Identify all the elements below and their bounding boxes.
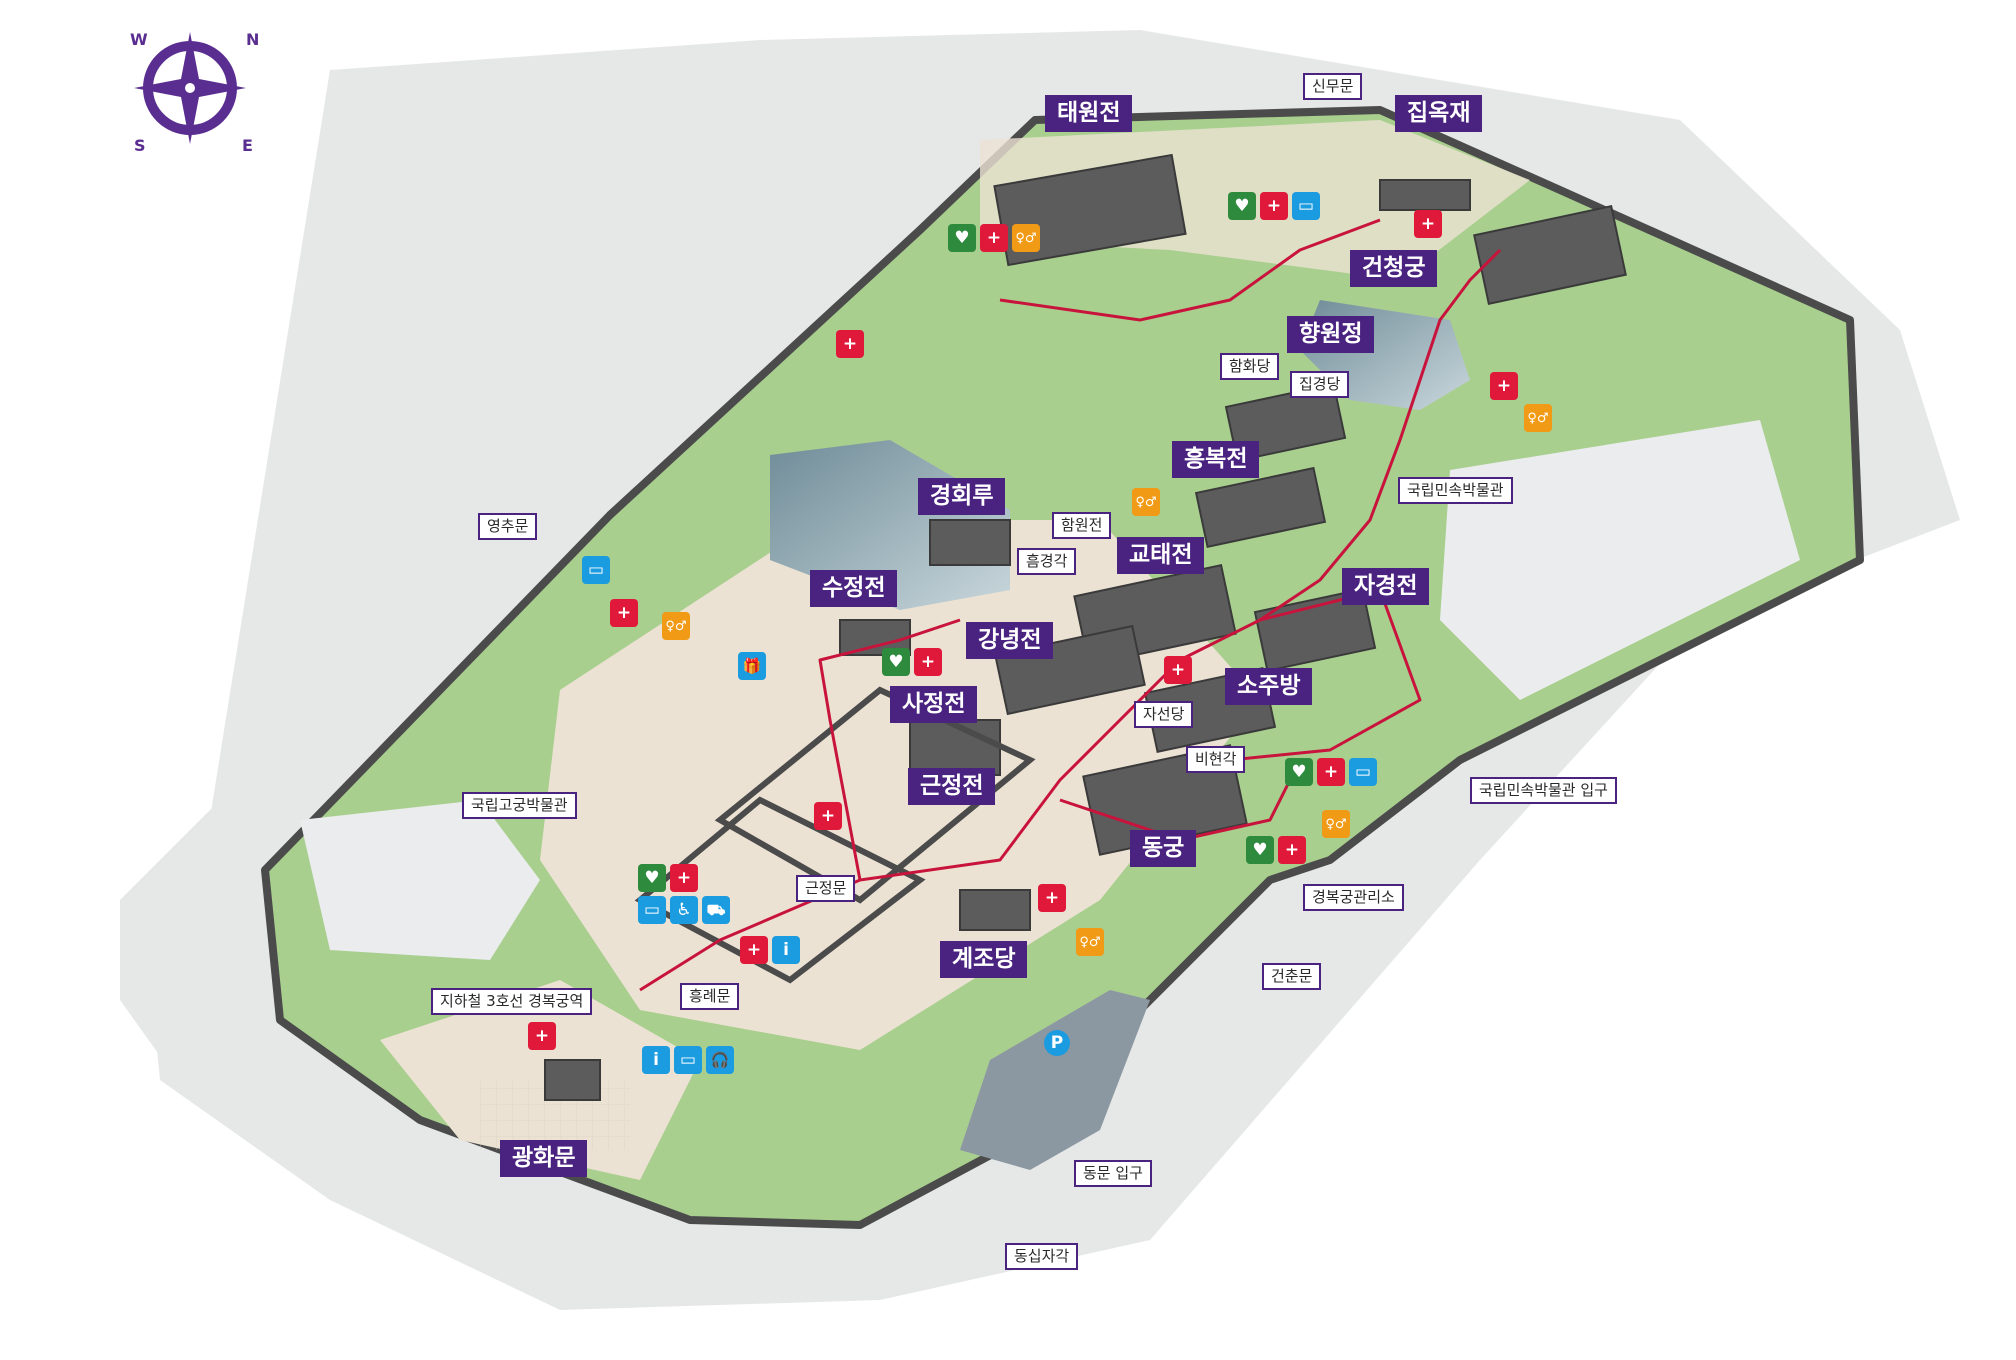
label-gyeonghoeru[interactable]: 경회루 [918, 478, 1006, 515]
label-sojubang[interactable]: 소주방 [1225, 668, 1313, 705]
label-taewonjeon[interactable]: 태원전 [1045, 95, 1133, 132]
toilet-icon[interactable]: ♀♂ [662, 612, 690, 640]
building-jibokjae [1379, 179, 1471, 211]
label-heumgyeonggak[interactable]: 흠경각 [1017, 548, 1077, 575]
first-aid-icon[interactable]: + [740, 936, 768, 964]
first-aid-icon[interactable]: + [836, 330, 864, 358]
aed-icon[interactable]: ♥ [1246, 836, 1274, 864]
label-folk-museum[interactable]: 국립민속박물관 [1398, 477, 1513, 504]
wheelchair-icon[interactable]: ♿ [670, 896, 698, 924]
label-jibokjae[interactable]: 집옥재 [1395, 95, 1483, 132]
geunjeongjeon-courtyard [714, 686, 1036, 904]
toilet-icon[interactable]: ♀♂ [1132, 488, 1160, 516]
label-dongsipjagak[interactable]: 동십자각 [1005, 1243, 1079, 1270]
aed-icon[interactable]: ♥ [1285, 758, 1313, 786]
first-aid-icon[interactable]: + [1278, 836, 1306, 864]
toilet-icon[interactable]: ♀♂ [1322, 810, 1350, 838]
first-aid-icon[interactable]: + [1490, 372, 1518, 400]
compass-letter-n: N [246, 30, 260, 49]
locker-icon[interactable]: ▭ [638, 896, 666, 924]
toilet-icon[interactable]: ♀♂ [1012, 224, 1040, 252]
locker-icon[interactable]: ▭ [674, 1046, 702, 1074]
label-hamhwadang[interactable]: 함화당 [1220, 353, 1280, 380]
audio-guide-icon[interactable]: 🎧 [706, 1046, 734, 1074]
gift-shop-icon[interactable]: 🎁 [738, 652, 766, 680]
label-gogung-museum[interactable]: 국립고궁박물관 [462, 792, 577, 819]
route-west [818, 618, 961, 881]
route-donggung [1059, 759, 1302, 842]
first-aid-icon[interactable]: + [1414, 210, 1442, 238]
label-donggung[interactable]: 동궁 [1130, 830, 1197, 867]
label-sujeongjeon[interactable]: 수정전 [810, 570, 898, 607]
label-jipgyeongdang[interactable]: 집경당 [1290, 371, 1350, 398]
route-north [999, 218, 1381, 322]
label-geoncheonggung[interactable]: 건청궁 [1350, 250, 1438, 287]
label-gwanghwamun[interactable]: 광화문 [500, 1140, 588, 1177]
label-heungnyemun[interactable]: 흥례문 [680, 983, 740, 1010]
info-icon[interactable]: i [642, 1046, 670, 1074]
locker-icon[interactable]: ▭ [1349, 758, 1377, 786]
label-geunjeongmun[interactable]: 근정문 [796, 875, 856, 902]
label-heungbokjeon[interactable]: 흥복전 [1172, 441, 1260, 478]
label-geonchunmun[interactable]: 건춘문 [1262, 963, 1322, 990]
label-yeongchumun[interactable]: 영추문 [478, 513, 538, 540]
label-subway-station[interactable]: 지하철 3호선 경복궁역 [431, 988, 593, 1015]
aed-icon[interactable]: ♥ [948, 224, 976, 252]
label-gyotaejeon[interactable]: 교태전 [1117, 537, 1205, 574]
aed-icon[interactable]: ♥ [638, 864, 666, 892]
label-geunjeongjeon[interactable]: 근정전 [908, 768, 996, 805]
compass-letter-s: S [134, 136, 146, 155]
first-aid-icon[interactable]: + [1038, 884, 1066, 912]
first-aid-icon[interactable]: + [528, 1022, 556, 1050]
label-management-office[interactable]: 경복궁관리소 [1303, 884, 1404, 911]
parking-icon[interactable]: P [1044, 1030, 1070, 1056]
label-sajeongjeon[interactable]: 사정전 [890, 686, 978, 723]
museum-ground [1440, 420, 1800, 700]
building-jagyeongjeon [1253, 588, 1377, 672]
info-icon[interactable]: i [772, 936, 800, 964]
first-aid-icon[interactable]: + [670, 864, 698, 892]
gogung-museum-ground [300, 800, 540, 960]
label-bihyeongak[interactable]: 비현각 [1186, 746, 1246, 773]
label-folk-museum-entrance[interactable]: 국립민속박물관 입구 [1470, 777, 1617, 804]
building-heungbokjeon [1194, 466, 1327, 549]
label-hamwonjeon[interactable]: 함원전 [1052, 512, 1112, 539]
first-aid-icon[interactable]: + [814, 802, 842, 830]
locker-icon[interactable]: ▭ [1292, 192, 1320, 220]
label-gangnyeongjeon[interactable]: 강녕전 [966, 622, 1054, 659]
label-hyangwonjeong[interactable]: 향원정 [1287, 316, 1375, 353]
road-west [120, 700, 330, 1070]
stroller-icon[interactable]: ⛟ [702, 896, 730, 924]
label-east-gate-entrance[interactable]: 동문 입구 [1074, 1160, 1152, 1187]
first-aid-icon[interactable]: + [980, 224, 1008, 252]
building-gyejodang [959, 889, 1031, 931]
compass-letter-w: W [130, 30, 148, 49]
compass-icon [134, 32, 246, 144]
toilet-icon[interactable]: ♀♂ [1076, 928, 1104, 956]
first-aid-icon[interactable]: + [914, 648, 942, 676]
building-gwanghwamun [544, 1059, 601, 1101]
first-aid-icon[interactable]: + [1260, 192, 1288, 220]
aed-icon[interactable]: ♥ [882, 648, 910, 676]
first-aid-icon[interactable]: + [1317, 758, 1345, 786]
aed-icon[interactable]: ♥ [1228, 192, 1256, 220]
locker-icon[interactable]: ▭ [582, 556, 610, 584]
label-sinmumun[interactable]: 신무문 [1303, 73, 1363, 100]
first-aid-icon[interactable]: + [610, 599, 638, 627]
parking-lot [960, 990, 1150, 1170]
toilet-icon[interactable]: ♀♂ [1524, 404, 1552, 432]
first-aid-icon[interactable]: + [1164, 656, 1192, 684]
compass-letter-e: E [242, 136, 253, 155]
label-jagyeongjeon[interactable]: 자경전 [1342, 568, 1430, 605]
label-gyejodang[interactable]: 계조당 [940, 941, 1028, 978]
building-gyeonghoeru [929, 519, 1011, 566]
route-east [1229, 588, 1422, 762]
label-jaseondang[interactable]: 자선당 [1134, 701, 1194, 728]
